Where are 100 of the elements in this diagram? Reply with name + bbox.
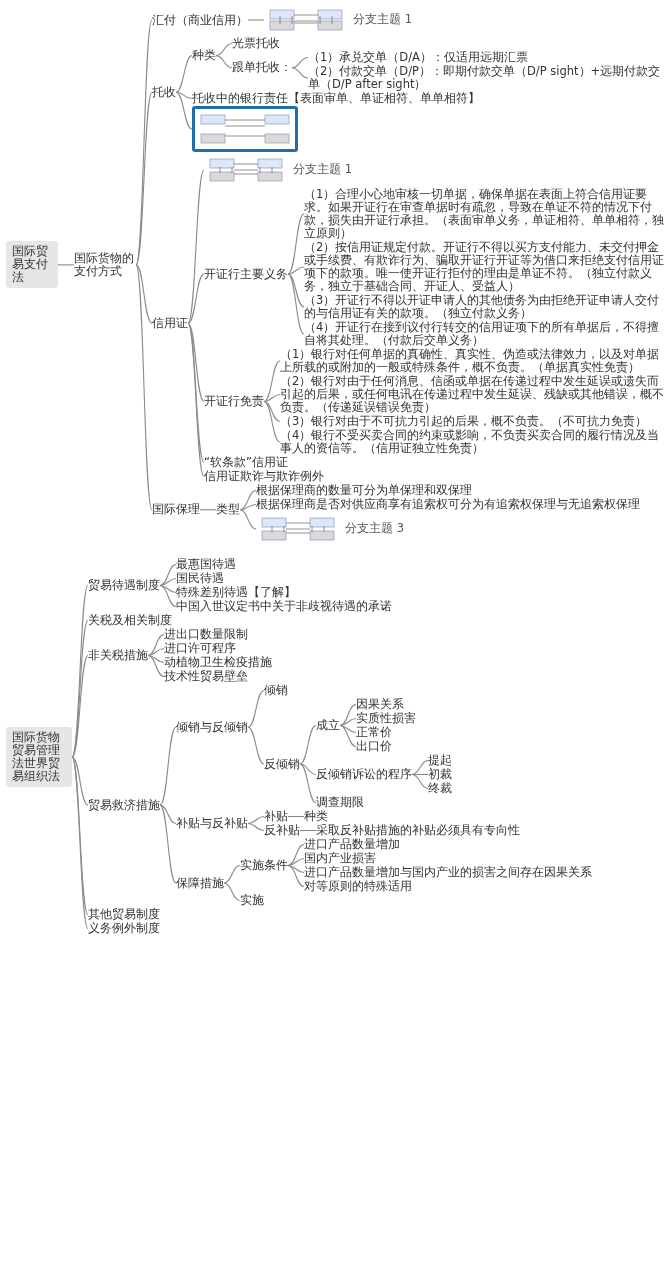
branch-text: 初裁 <box>428 768 452 781</box>
branch-text: 因果关系 <box>356 698 404 711</box>
branch-text: 光票托收 <box>232 37 280 50</box>
branch-text: 贸易救济措施 <box>88 798 160 812</box>
branch-text: （3）银行对由于不可抗力引起的后果，概不负责。（不可抗力免责） <box>280 415 648 428</box>
branch-text: 成立 <box>316 719 340 732</box>
branch-text: 补贴与反补贴 <box>176 817 248 830</box>
branch-text: 开证行主要义务 <box>204 267 288 281</box>
branch-text: 正常价 <box>356 726 392 739</box>
connector-line <box>187 322 205 403</box>
node-label: 分支主题 3 <box>345 521 404 535</box>
branch-text: 汇付（商业信用） <box>152 13 248 27</box>
connector-line <box>299 763 317 776</box>
connector-line <box>147 647 165 657</box>
connector-line <box>299 829 317 832</box>
connector-line <box>71 654 89 758</box>
connector-line <box>287 273 305 308</box>
branch-text: （1）合理小心地审核一切单据，确保单据在表面上符合信用证要求。如果开证行在审查单据时有疏忽，导致在单证不符的情况下付款，损失由开证行承担。（表面审单义务，单证相符、单单相符，独立原则） <box>304 188 668 240</box>
connector-line <box>159 584 177 608</box>
connector-line <box>411 773 429 790</box>
branch-text: 出口价 <box>356 740 392 753</box>
connector-line <box>411 773 429 776</box>
connector-line <box>223 864 241 884</box>
branch-text: 进口产品数量增加与国内产业的损害之间存在因果关系 <box>304 866 592 879</box>
branch-text: 托收中的银行责任【表面审单、单证相符、单单相符】 <box>192 92 480 105</box>
branch-text: 贸易待遇制度 <box>88 579 160 592</box>
branch-text: 信用证欺诈与欺诈例外 <box>204 470 324 483</box>
connector-line <box>287 857 305 867</box>
connector-line <box>263 360 281 403</box>
connector-line <box>287 213 305 275</box>
connector-line <box>135 91 153 266</box>
connector-line <box>57 264 75 266</box>
connector-line <box>147 633 165 657</box>
connector-line <box>175 91 193 130</box>
branch-text: 关税及相关制度 <box>88 614 172 627</box>
branch-text: 终裁 <box>428 782 452 795</box>
connector-line <box>411 759 429 776</box>
flow-chart-drawing <box>192 106 298 152</box>
branch-text: （1）银行对任何单据的真确性、真实性、伪造或法律效力，以及对单据上所载的或附加的一般或特殊条件，概不负责。（单据真实性免责） <box>280 348 668 374</box>
topic-box: 国际货物贸易管理法世界贸易组织法 <box>6 727 72 787</box>
connector-line <box>247 822 265 832</box>
connector-line <box>287 864 305 888</box>
branch-text: 对等原则的特殊适用 <box>304 880 412 893</box>
branch-text: “软条款”信用证 <box>204 456 288 469</box>
branch-text: 特殊差别待遇【了解】 <box>176 586 296 599</box>
connector-line <box>159 804 177 825</box>
branch-text: 保障措施 <box>176 876 224 890</box>
branch-text: 开证行免责 <box>204 395 264 408</box>
branch-text: 国际货物的支付方式 <box>74 251 136 278</box>
connector-line <box>175 55 193 93</box>
branch-text: 进口产品数量增加 <box>304 838 400 851</box>
branch-text: 根据保理商的数量可分为单保理和双保理 <box>256 484 472 497</box>
connector-line <box>159 804 177 884</box>
connector-line <box>339 724 357 734</box>
branch-text: 类型 <box>216 503 240 517</box>
connector-line <box>239 489 257 511</box>
branch-text: 技术性贸易壁垒 <box>164 670 248 683</box>
topic-box: 国际贸易支付法 <box>6 241 58 289</box>
branch-text: （2）按信用证规定付款。开证行不得以买方支付能力、未交付押金或手续费、有欺诈行为、骗取开证行开证等为借口来拒绝支付信用证项下的款项。唯一使开证行拒付的理由是单证不符。（独立付款义务，独立于基础合同、开证人、受益人） <box>304 241 668 293</box>
connector-line <box>291 56 309 69</box>
connector-line <box>239 509 257 530</box>
connector-line <box>223 882 241 902</box>
branch-text: 倾销 <box>264 684 288 697</box>
branch-text: 实施条件 <box>240 859 288 872</box>
connector-line <box>247 689 265 728</box>
connector-line <box>263 393 281 403</box>
connector-line <box>339 724 357 748</box>
connector-line <box>159 563 177 587</box>
branch-text: 提起 <box>428 754 452 767</box>
connector-line <box>135 264 153 324</box>
branch-text: （2）银行对由于任何消息、信函或单据在传递过程中发生延误或遗失而引起的后果，或任何电讯在传递过程中发生延误、残缺或其他错误，概不负责。（传递延误错误免责） <box>280 375 668 414</box>
connector-line <box>159 726 177 806</box>
branch-text: 根据保理商是否对供应商享有追索权可分为有追索权保理与无追索权保理 <box>256 498 640 511</box>
connector-line <box>187 169 205 324</box>
branch-text: 调查期限 <box>316 796 364 809</box>
branch-text: 反倾销 <box>264 757 300 771</box>
connector-line <box>247 726 265 765</box>
branch-text: 信用证 <box>152 316 188 330</box>
connector-line <box>247 19 265 21</box>
branch-text: 实质性损害 <box>356 712 416 725</box>
branch-text: 国内产业损害 <box>304 852 376 865</box>
connector-line <box>147 654 165 678</box>
branch-text: 补贴 <box>264 810 288 823</box>
connector-line <box>299 763 317 804</box>
connector-line <box>287 815 305 818</box>
branch-text: 进口许可程序 <box>164 642 236 655</box>
connector-line <box>159 584 177 594</box>
connector-line <box>247 815 265 825</box>
connector-line <box>147 654 165 664</box>
connector-line <box>135 19 153 266</box>
connector-line <box>339 717 357 727</box>
branch-text: 义务例外制度 <box>88 922 160 935</box>
branch-text: 反补贴 <box>264 824 300 837</box>
connector-line <box>187 273 205 324</box>
connector-line <box>287 266 305 275</box>
connector-line <box>263 400 281 443</box>
connector-line <box>199 509 217 511</box>
connector-line <box>239 503 257 511</box>
branch-text: 国际保理 <box>152 503 200 517</box>
connector-line <box>135 264 153 511</box>
